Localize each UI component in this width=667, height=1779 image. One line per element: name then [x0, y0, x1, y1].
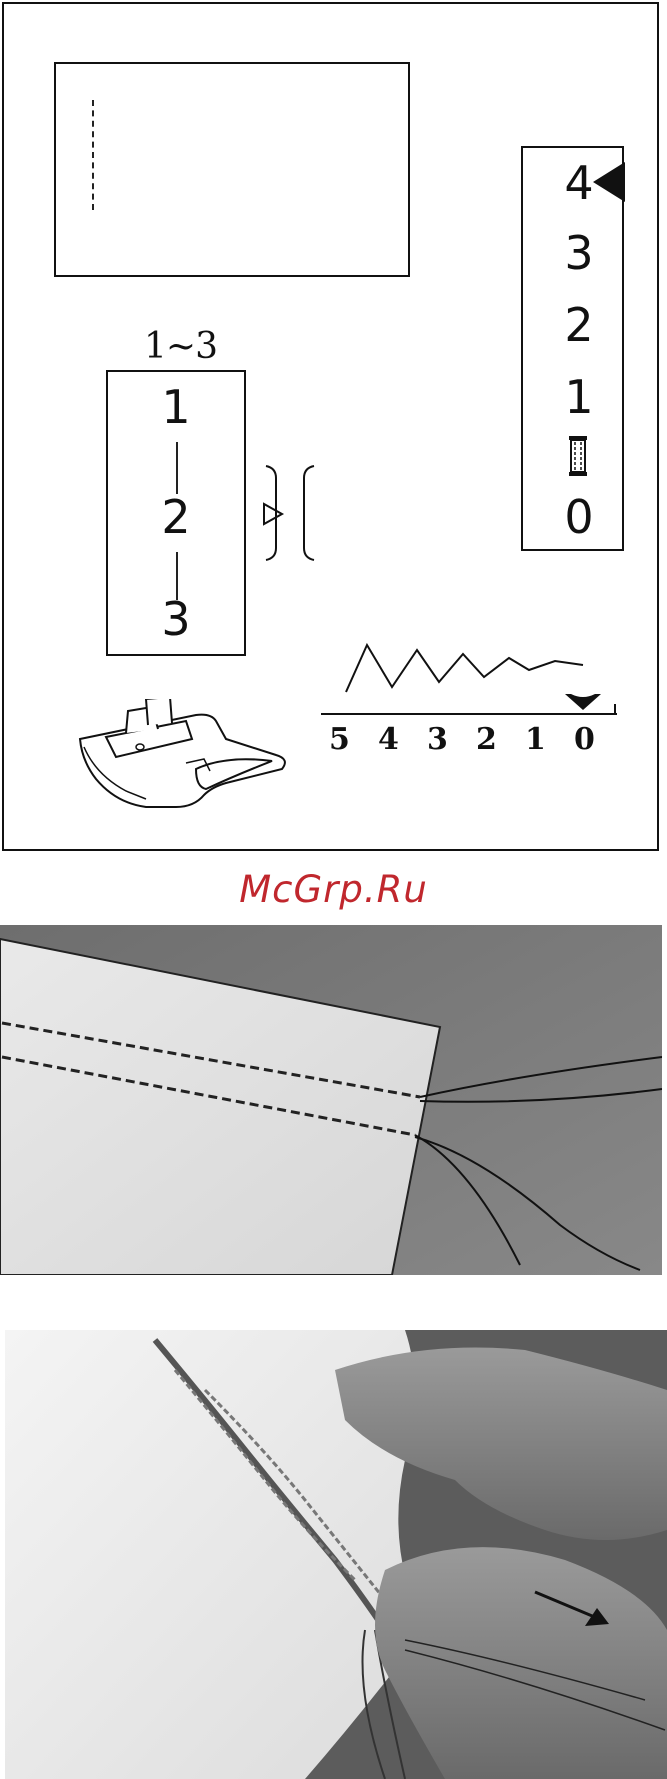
tension-value-0: 0: [559, 490, 599, 544]
stitch-length-range-label: 1~3: [144, 326, 217, 367]
stitch-settings-panel: 1~3 1 2 3 4 3 2 1 0: [2, 2, 659, 851]
fabric-stitching-photo: [0, 925, 662, 1275]
width-value-3: 3: [427, 722, 448, 757]
bobbin-icon: [565, 434, 591, 478]
watermark: McGrp.Ru: [0, 868, 667, 911]
tension-value-3: 3: [559, 226, 599, 280]
width-value-1: 1: [525, 722, 546, 757]
stitch-length-dial: 1 2 3: [106, 370, 246, 656]
tension-value-2: 2: [559, 298, 599, 352]
stitch-pattern-preview: [54, 62, 410, 277]
bracket-triangle-icon: [260, 464, 320, 564]
stitch-length-divider: [176, 442, 178, 494]
presser-foot-icon: [76, 699, 296, 819]
fabric-gathering-photo: [5, 1330, 667, 1779]
width-value-2: 2: [476, 722, 497, 757]
stitch-width-scale: 5 4 3 2 1 0: [319, 634, 619, 764]
stitch-length-value-3: 3: [108, 592, 244, 646]
tension-value-1: 1: [559, 370, 599, 424]
thread-tension-dial: 4 3 2 1 0: [521, 146, 624, 551]
width-value-0: 0: [574, 722, 595, 757]
stitch-length-value-2: 2: [108, 490, 244, 544]
stitch-length-value-1: 1: [108, 380, 244, 434]
zigzag-width-diagram: [319, 634, 619, 724]
straight-stitch-dashed-line: [92, 100, 94, 210]
width-value-4: 4: [378, 722, 399, 757]
triangle-left-icon: [591, 162, 625, 202]
width-value-5: 5: [329, 722, 350, 757]
triangle-down-icon: [565, 692, 601, 710]
